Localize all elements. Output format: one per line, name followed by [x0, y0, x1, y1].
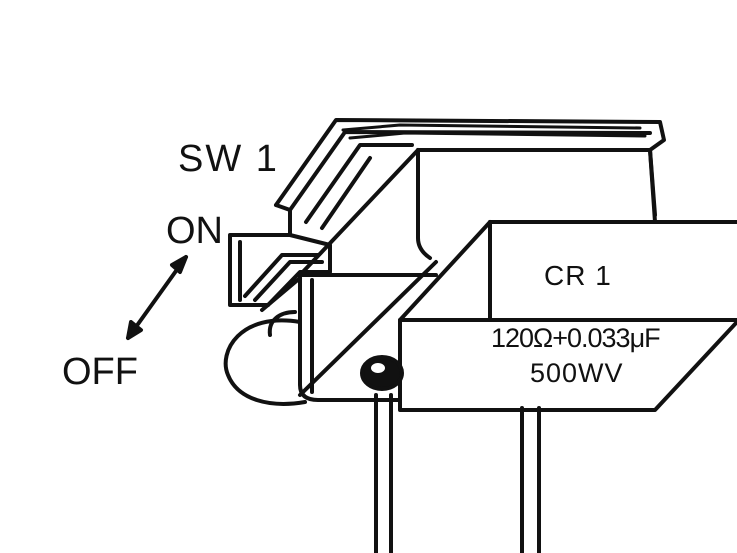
- on-label: ON: [166, 210, 223, 252]
- lead-right: [520, 406, 541, 553]
- capacitor-label: CR 1: [544, 260, 612, 291]
- switch-body: [223, 233, 332, 406]
- switch-lever: [274, 118, 666, 237]
- capacitor-value-label: 120Ω+0.033μF: [491, 323, 661, 353]
- lead-left: [374, 393, 393, 553]
- housing: [298, 148, 657, 402]
- solder-joint: [360, 355, 404, 391]
- on-off-arrow: [126, 255, 188, 340]
- off-label: OFF: [62, 351, 138, 393]
- switch-label: SW 1: [178, 138, 279, 180]
- capacitor-body: [398, 220, 737, 412]
- voltage-rating-label: 500WV: [530, 358, 624, 388]
